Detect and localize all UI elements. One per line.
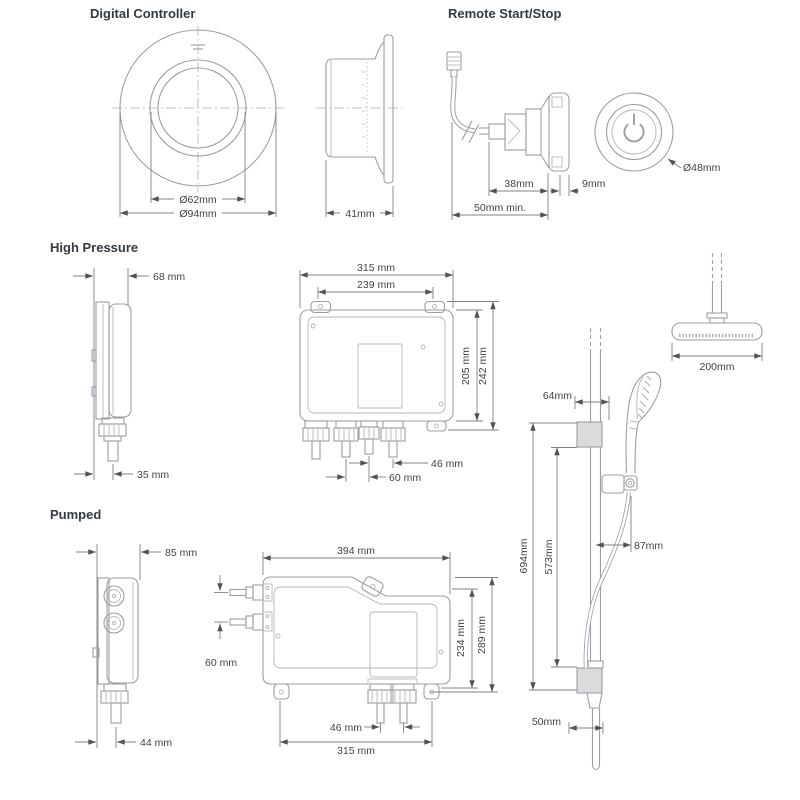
controller-logo-marks bbox=[191, 44, 205, 50]
controller-button-outline bbox=[157, 67, 239, 149]
hp-side-body bbox=[91, 301, 132, 462]
hp-side-outlet-pipe bbox=[107, 440, 119, 462]
dim-label-hose-offset: 50mm bbox=[532, 716, 561, 728]
pumped-side-body bbox=[92, 577, 139, 724]
dim-label-pumped-body-height: 234 mm bbox=[455, 619, 467, 657]
dim-label-pumped-fixing-centres: 315 mm bbox=[337, 745, 375, 757]
dim-label-controller-depth: 41mm bbox=[345, 208, 374, 220]
controller-front-view: Ø62mm Ø94mm bbox=[112, 26, 284, 220]
dim-label-rail-centres: 573mm bbox=[543, 539, 555, 574]
dim-label-pumped-outlet-spacing: 46 mm bbox=[330, 722, 362, 734]
cable-break-mark bbox=[461, 120, 473, 141]
remote-bezel bbox=[548, 92, 570, 172]
head-body bbox=[671, 322, 763, 341]
digital-controller-section: Digital Controller Ø62mm Ø94mm bbox=[90, 6, 402, 220]
overhead-shower-head: 200mm bbox=[671, 253, 763, 373]
handset-holder bbox=[601, 474, 638, 494]
controller-flange bbox=[383, 34, 394, 184]
rail-bracket-bottom bbox=[576, 667, 603, 694]
pumped-side-view: 85 mm 44 mm bbox=[75, 544, 197, 749]
pumped-fixing-lug-top bbox=[361, 576, 384, 597]
controller-faceplate-outline bbox=[119, 29, 277, 187]
dim-label-hp-fixing-centres: 239 mm bbox=[357, 279, 395, 291]
dim-label-handset-offset: 87mm bbox=[634, 540, 663, 552]
hp-fixing-lug-right bbox=[424, 300, 446, 314]
controller-dial-outline bbox=[149, 59, 247, 157]
pumped-section: Pumped 85 mm bbox=[50, 507, 498, 757]
remote-plug-body bbox=[488, 92, 570, 172]
dim-label-pumped-depth: 85 mm bbox=[165, 547, 197, 559]
dim-label-controller-dial-diameter: Ø62mm bbox=[179, 194, 217, 206]
shower-kit: 64mm 694mm 573mm bbox=[518, 253, 763, 771]
hp-label-panel bbox=[357, 343, 403, 409]
dim-label-remote-clearance: 50mm min. bbox=[474, 202, 526, 214]
hp-valve-box bbox=[299, 309, 454, 422]
dim-label-hp-depth: 68 mm bbox=[153, 271, 185, 283]
section-title-pumped: Pumped bbox=[50, 507, 101, 522]
controller-scale-ticks bbox=[362, 71, 365, 138]
dim-label-pumped-width: 394 mm bbox=[337, 545, 375, 557]
dim-label-hp-outlet-offset: 35 mm bbox=[137, 469, 169, 481]
shower-hose bbox=[583, 491, 632, 669]
section-title-remote: Remote Start/Stop bbox=[448, 6, 561, 21]
dim-label-pumped-overall-height: 289 mm bbox=[476, 616, 488, 654]
pumped-outlet-connectors bbox=[367, 678, 418, 724]
pumped-foot-right bbox=[423, 683, 440, 700]
remote-side-view: 38mm 9mm 50mm min. bbox=[446, 51, 606, 220]
hp-fixing-lug-left bbox=[310, 300, 332, 314]
remote-button-outer bbox=[594, 92, 674, 172]
dim-label-remote-diameter: Ø48mm bbox=[683, 162, 721, 174]
dim-label-hp-body-height: 205 mm bbox=[460, 347, 472, 385]
dim-label-hp-outlet-spacing-a: 46 mm bbox=[431, 458, 463, 470]
section-title-digital-controller: Digital Controller bbox=[90, 6, 195, 21]
hp-outlet-connectors bbox=[302, 420, 406, 460]
rail-bracket-top bbox=[576, 421, 603, 448]
pumped-foot-left bbox=[273, 683, 290, 700]
dim-label-remote-bezel-depth: 9mm bbox=[582, 178, 606, 190]
ceiling-arm-nut bbox=[706, 312, 728, 319]
dim-label-pumped-inlet-spacing: 60 mm bbox=[205, 657, 237, 669]
dim-label-pumped-outlet-offset: 44 mm bbox=[140, 737, 172, 749]
dim-label-bracket-depth: 64mm bbox=[543, 390, 572, 402]
remote-start-stop-section: Remote Start/Stop bbox=[446, 6, 721, 220]
hp-front-view: 315 mm 239 mm bbox=[299, 262, 499, 484]
hp-side-view: 68 mm 35 mm bbox=[73, 268, 185, 481]
hose-outlet bbox=[586, 692, 603, 709]
slide-rail bbox=[576, 328, 604, 771]
dim-label-head-diameter: 200mm bbox=[699, 361, 734, 373]
pumped-side-outlet-pipe bbox=[110, 702, 122, 724]
handset-spray-face bbox=[637, 375, 652, 419]
dim-label-hp-outlet-spacing-b: 60 mm bbox=[389, 472, 421, 484]
shower-hose-end bbox=[591, 708, 601, 771]
dim-label-hp-width: 315 mm bbox=[357, 262, 395, 274]
pumped-front-view: 394 mm 60 mm bbox=[205, 545, 498, 757]
dim-label-controller-faceplate-diameter: Ø94mm bbox=[179, 208, 217, 220]
pumped-valve-box bbox=[262, 576, 451, 685]
hp-fixing-lug-bottom bbox=[426, 420, 447, 432]
pumped-inlet-connectors bbox=[229, 583, 273, 632]
pumped-label-panel bbox=[369, 611, 418, 678]
remote-front-view: Ø48mm bbox=[594, 92, 721, 174]
power-icon bbox=[623, 113, 645, 143]
pump-knob-bottom bbox=[103, 612, 125, 634]
high-pressure-section: High Pressure 68 mm bbox=[50, 240, 499, 484]
pump-knob-top bbox=[103, 585, 125, 607]
section-title-high-pressure: High Pressure bbox=[50, 240, 138, 255]
dim-label-rail-overall: 694mm bbox=[518, 538, 530, 573]
controller-side-view: 41mm bbox=[316, 34, 402, 220]
dim-label-hp-overall-height: 242 mm bbox=[477, 347, 489, 385]
handset bbox=[625, 371, 662, 474]
dim-label-remote-body-length: 38mm bbox=[504, 178, 533, 190]
